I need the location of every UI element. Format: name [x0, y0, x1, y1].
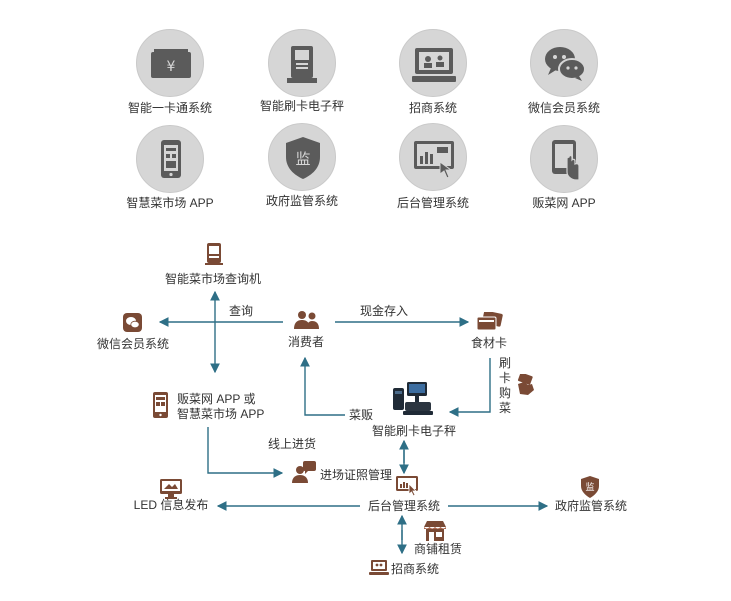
- led-monitor-icon: [160, 479, 182, 504]
- consumer-people-icon: [294, 310, 320, 335]
- label-online-purchase: 线上进货: [268, 437, 317, 451]
- label-app-line1: 贩菜网 APP 或: [177, 392, 256, 406]
- scale-kiosk-icon: [268, 29, 336, 97]
- government-shield-small-icon: 监: [581, 476, 599, 503]
- card-cash-icon: ¥: [136, 29, 204, 97]
- hand-card-swipe-icon: [514, 372, 536, 401]
- admin-dashboard-icon: [399, 123, 467, 191]
- shop-stall-icon: [424, 521, 446, 546]
- svg-text:监: 监: [585, 481, 594, 493]
- label-vegetable-seller: 菜贩: [349, 408, 374, 422]
- top-label-smart-scale: 智能刷卡电子秤: [259, 99, 345, 113]
- label-shop-rental: 商铺租赁: [414, 542, 463, 556]
- top-label-card-system: 智能一卡通系统: [127, 101, 213, 115]
- supervision-shield-icon: 监: [268, 123, 336, 191]
- label-food-card: 食材卡: [470, 336, 508, 350]
- top-label-wechat: 微信会员系统: [527, 101, 601, 115]
- backend-admin-icon: [396, 476, 418, 501]
- smart-scale-pos-icon: [393, 382, 433, 423]
- arrow-online-purchase: [207, 427, 284, 478]
- recruit-laptop-icon: [369, 560, 389, 581]
- wechat-small-icon: [123, 313, 142, 337]
- top-label-fancaiwang-app: 贩菜网 APP: [532, 196, 596, 210]
- label-led: LED 信息发布: [133, 498, 209, 512]
- recruit-screen-icon: [399, 29, 467, 97]
- top-label-backend: 后台管理系统: [396, 196, 470, 210]
- label-app-line2: 智慧菜市场 APP: [177, 407, 265, 421]
- top-label-smart-market-app: 智慧菜市场 APP: [126, 196, 214, 210]
- label-query: 查询: [229, 304, 254, 318]
- top-label-government: 政府监管系统: [265, 194, 339, 208]
- app-phone-icon: [153, 392, 168, 423]
- label-recruit: 招商系统: [391, 562, 440, 576]
- svg-text:¥: ¥: [167, 59, 176, 75]
- tablet-touch-icon: [530, 125, 598, 193]
- label-wechat-member: 微信会员系统: [96, 337, 170, 351]
- svg-text:监: 监: [295, 150, 310, 168]
- top-label-recruit: 招商系统: [408, 101, 458, 115]
- arrow-swipe-card: [448, 358, 491, 417]
- smartphone-app-icon: [136, 125, 204, 193]
- food-card-icon: [476, 310, 503, 337]
- label-query-machine: 智能菜市场查询机: [164, 272, 262, 286]
- label-backend: 后台管理系统: [367, 499, 441, 513]
- certificate-person-icon: [292, 461, 316, 488]
- label-government: 政府监管系统: [554, 499, 628, 513]
- label-certificate-mgmt: 进场证照管理: [320, 468, 393, 482]
- query-kiosk-icon: [205, 243, 223, 270]
- label-cash-deposit: 现金存入: [360, 304, 409, 318]
- arrow-seller-to-consumer: [300, 356, 345, 416]
- label-smart-scale: 智能刷卡电子秤: [371, 424, 457, 438]
- label-consumer: 消费者: [287, 335, 325, 349]
- wechat-icon: [530, 29, 598, 97]
- label-swipe-buy: 刷卡购菜: [498, 356, 511, 415]
